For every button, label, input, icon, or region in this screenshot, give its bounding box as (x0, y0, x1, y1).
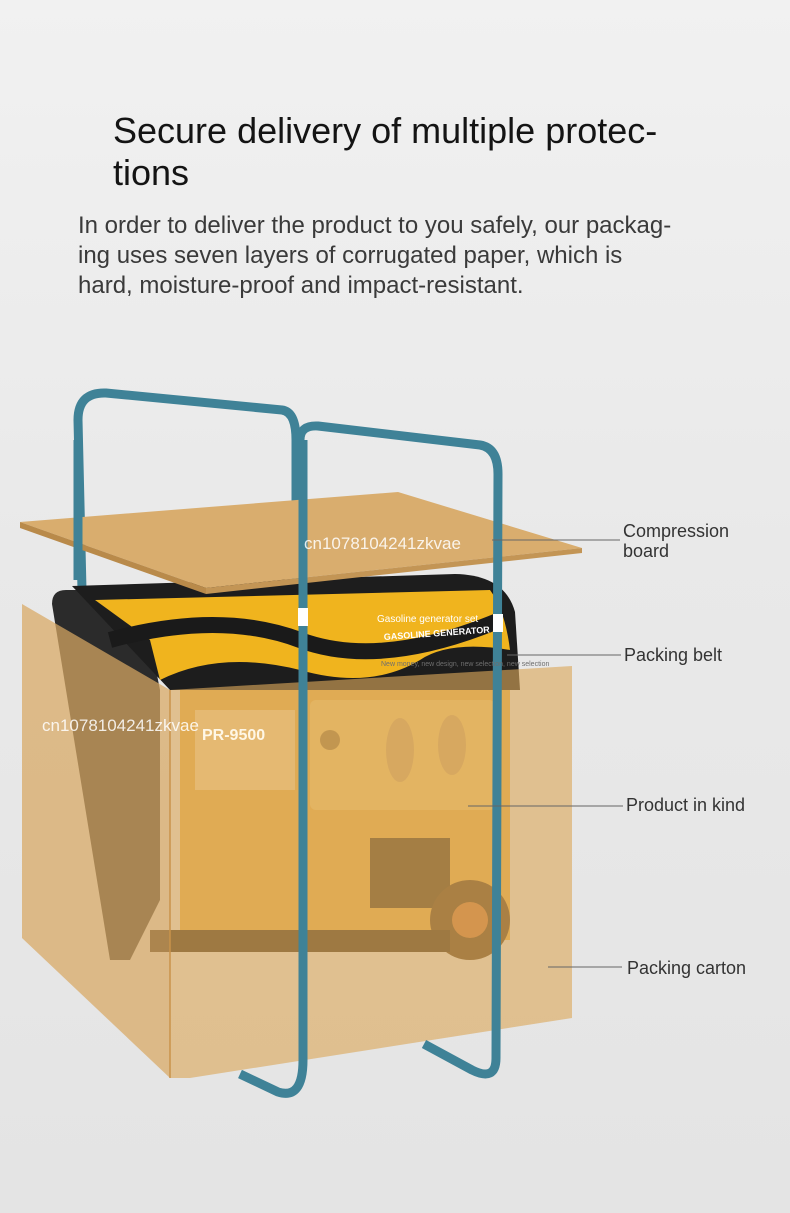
model-label: PR-9500 (202, 727, 265, 744)
callout-compression-board: Compression board (623, 521, 730, 561)
generator-subtitle-label: Gasoline generator set (377, 614, 478, 625)
callout-packing-belt: Packing belt (624, 645, 723, 665)
watermark-bottom: cn1078104241zkvae (42, 716, 199, 735)
packing-carton (22, 604, 572, 1078)
callout-packing-carton: Packing carton (627, 958, 747, 978)
packing-belt-front-2 (238, 440, 308, 1098)
packing-belt-back (73, 388, 301, 620)
watermark-top: cn1078104241zkvae (304, 534, 461, 553)
callout-product-in-kind: Product in kind (626, 795, 746, 815)
intro-paragraph: In order to deliver the product to you s… (78, 212, 672, 299)
page-title: Secure delivery of multiple protec- tion… (113, 110, 658, 193)
packing-belt-front (295, 421, 503, 1079)
generator-tagline-label: New money, new design, new selection, ne… (381, 661, 549, 668)
